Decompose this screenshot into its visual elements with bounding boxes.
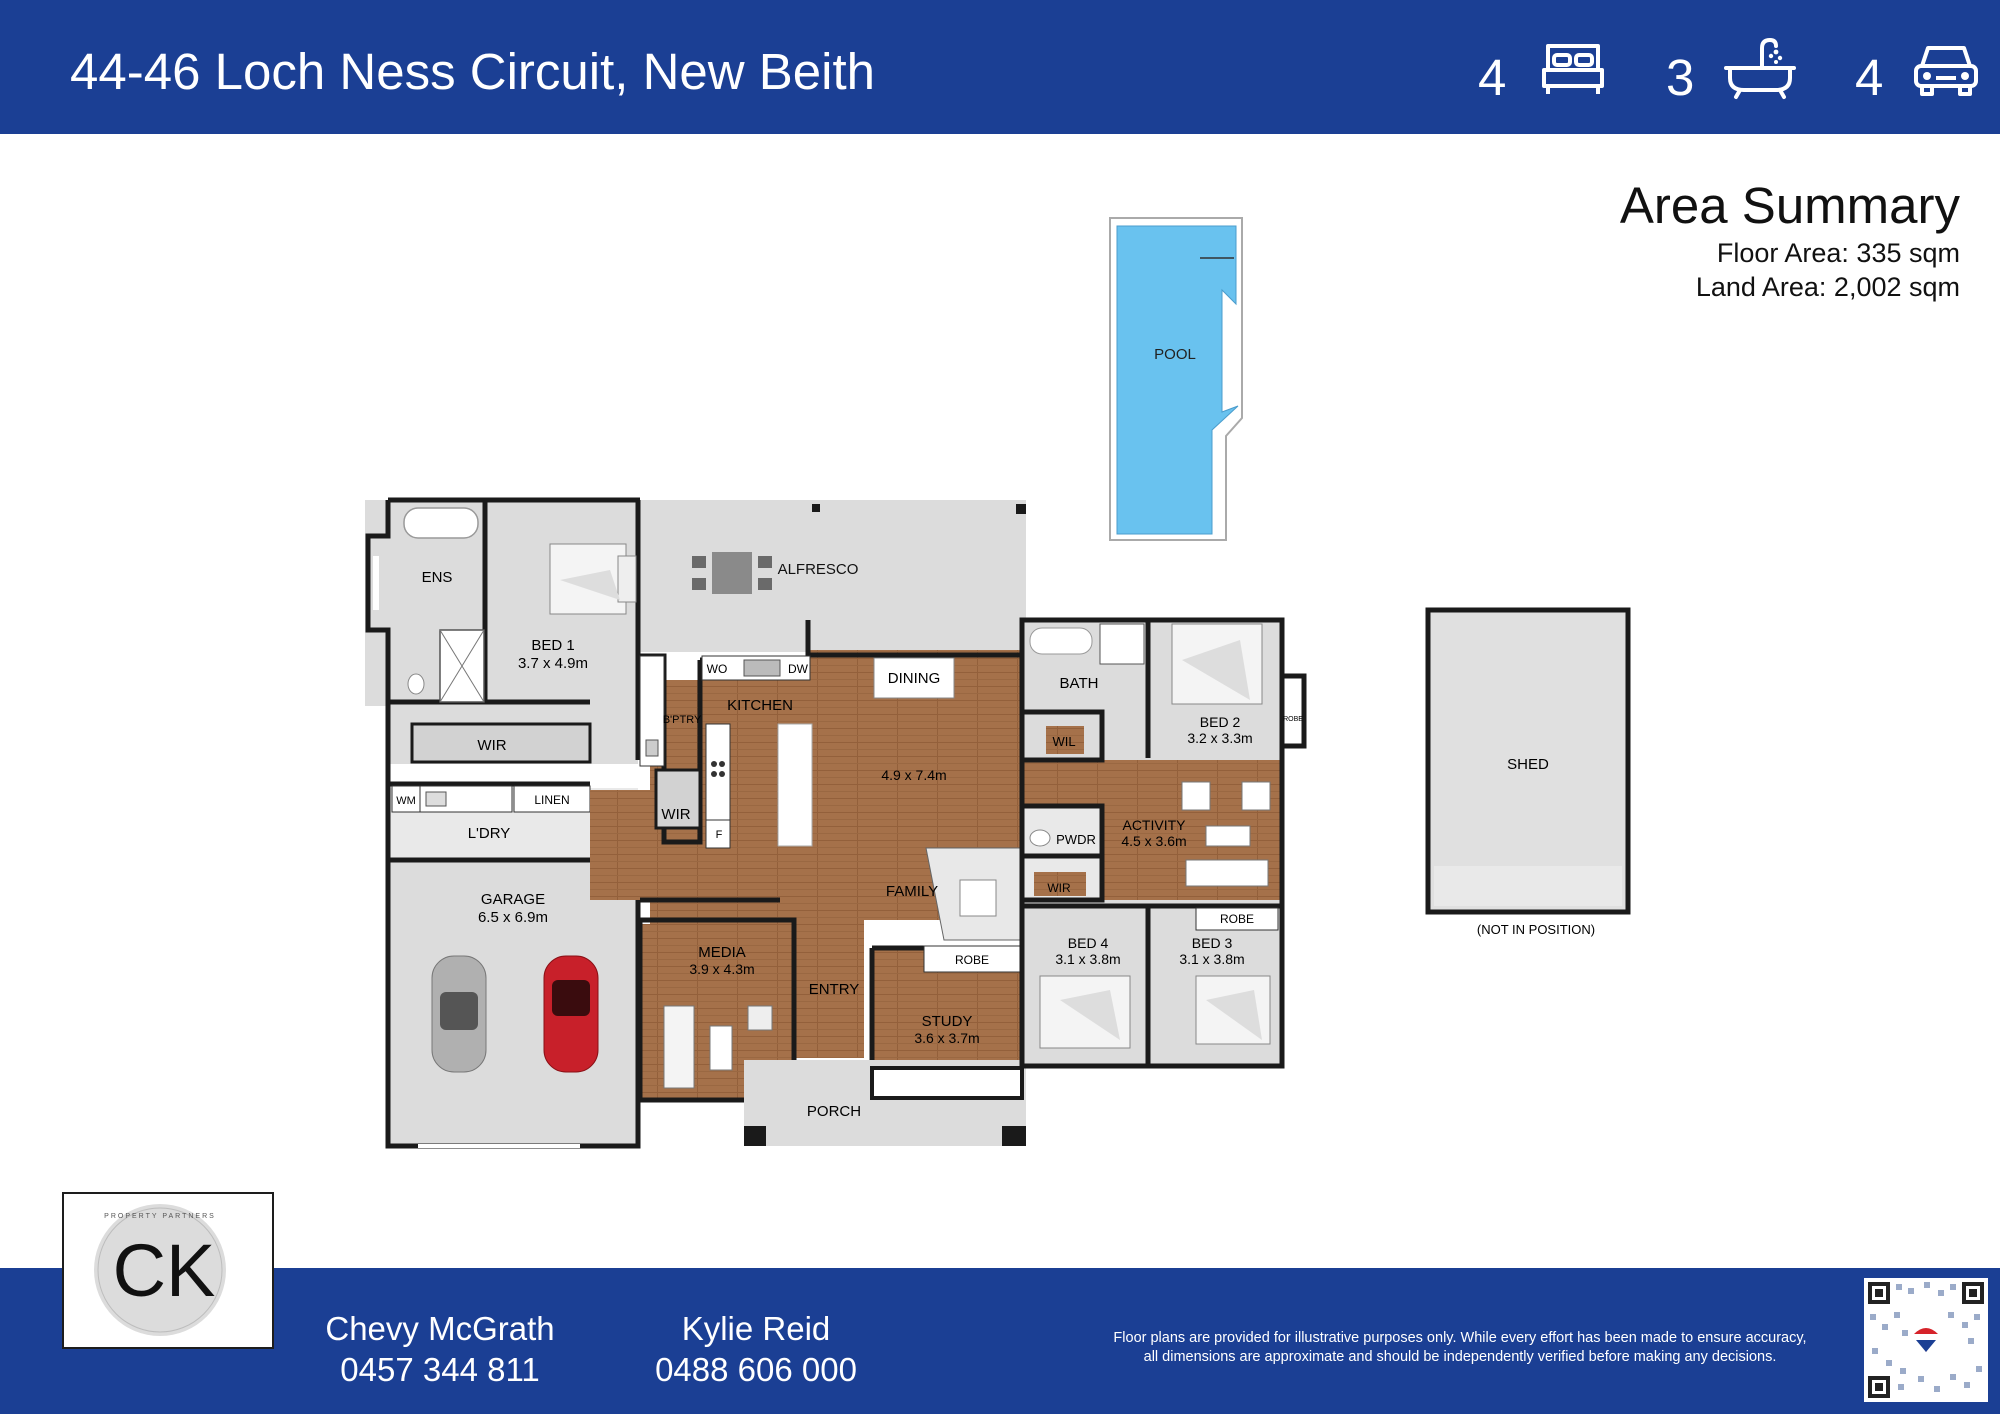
bathroom-count: 3 [1666, 49, 1695, 106]
agent-1: Chevy McGrath 0457 344 811 [300, 1308, 580, 1390]
east-wing: BATH WIL BED 2 3.2 x 3.3m ROBE ACTIVITY … [1019, 617, 1307, 1069]
shed: SHED (NOT IN POSITION) [1425, 607, 1631, 937]
kitchen-label: KITCHEN [727, 697, 793, 714]
bath-shower-icon [1099, 623, 1145, 665]
kitchen-sink-icon [743, 659, 781, 677]
shed-label: SHED [1507, 756, 1549, 773]
bed4-bed-icon [1039, 975, 1131, 1049]
pool: POOL [1109, 217, 1243, 541]
activity-dimensions: 4.5 x 3.6m [1121, 833, 1186, 849]
activity-label: ACTIVITY [1122, 817, 1186, 833]
wall-oven-label: WO [707, 662, 728, 676]
bed4-label: BED 4 [1068, 935, 1109, 951]
wir-main-label: WIR [477, 737, 506, 754]
bed1-label: BED 1 [531, 637, 574, 654]
agency-logo: CK PROPERTY PARTNERS [62, 1192, 274, 1349]
disclaimer: Floor plans are provided for illustrativ… [1080, 1329, 1840, 1367]
laundry-sink-icon [425, 791, 447, 807]
study-robe-label: ROBE [955, 953, 989, 967]
logo-monogram: CK [113, 1229, 216, 1312]
bed2-label: BED 2 [1200, 714, 1241, 730]
powder-toilet-icon [1029, 829, 1051, 847]
linen-label: LINEN [534, 793, 569, 807]
dishwasher-label: DW [788, 662, 809, 676]
butlers-pantry-label: B'PTRY [663, 714, 702, 726]
bed3-label: BED 3 [1192, 935, 1233, 951]
agent-1-phone[interactable]: 0457 344 811 [340, 1351, 540, 1388]
bed1-bed-icon [549, 543, 637, 615]
living-core: WO DW KITCHEN B'PTRY WIR F DINING 4.9 x … [590, 620, 1280, 1146]
outdoor-dining-set-icon [692, 552, 772, 594]
ens-toilet-icon [407, 673, 425, 695]
media-sofa-icon [663, 1005, 695, 1089]
floor-area: Floor Area: 335 sqm [1716, 238, 1960, 268]
logo-ring-text: PROPERTY PARTNERS [104, 1213, 216, 1220]
dining-label: DINING [888, 670, 941, 687]
bed3-dimensions: 3.1 x 3.8m [1179, 951, 1244, 967]
ens-label: ENS [422, 569, 453, 586]
bed3-bed-icon [1195, 975, 1271, 1045]
kitchen-island [777, 723, 813, 847]
west-wing: ENS BED 1 3.7 x 4.9m WIR WM LINEN L'DRY … [365, 497, 641, 1149]
bathtub-icon [1724, 38, 1796, 99]
bath-label: BATH [1060, 675, 1099, 692]
land-area: Land Area: 2,002 sqm [1695, 272, 1960, 302]
study-dimensions: 3.6 x 3.7m [914, 1030, 979, 1046]
agent-1-name: Chevy McGrath [325, 1310, 555, 1347]
area-summary: Area Summary Floor Area: 335 sqm Land Ar… [1620, 176, 1960, 304]
agent-2-name: Kylie Reid [681, 1310, 831, 1347]
header-bar: 44-46 Loch Ness Circuit, New Beith 4 3 4 [0, 0, 2000, 134]
silver-car-icon [431, 955, 487, 1073]
agent-2-phone[interactable]: 0488 606 000 [655, 1351, 857, 1388]
family-label: FAMILY [886, 883, 938, 900]
garage-dimensions: 6.5 x 6.9m [478, 909, 548, 926]
disclaimer-line-2: all dimensions are approximate and shoul… [1143, 1349, 1777, 1365]
pool-label: POOL [1154, 346, 1196, 363]
area-summary-title: Area Summary [1619, 177, 1960, 234]
bed3-robe-label: ROBE [1220, 912, 1254, 926]
red-car-icon [543, 955, 599, 1073]
wir-kitchen-label: WIR [661, 806, 690, 823]
qr-code-icon[interactable] [1864, 1278, 1988, 1402]
alfresco-label: ALFRESCO [778, 561, 859, 578]
footer-bar [0, 1268, 2000, 1414]
bed2-bed-icon [1171, 623, 1263, 705]
fridge-label: F [716, 829, 723, 841]
car-space-count: 4 [1855, 49, 1884, 106]
car-icon [1914, 46, 1978, 96]
porch-label: PORCH [807, 1103, 861, 1120]
disclaimer-line-1: Floor plans are provided for illustrativ… [1113, 1330, 1807, 1346]
property-address: 44-46 Loch Ness Circuit, New Beith [70, 43, 876, 100]
bed4-dimensions: 3.1 x 3.8m [1055, 951, 1120, 967]
study-label: STUDY [922, 1013, 973, 1030]
powder-room-label: PWDR [1056, 832, 1096, 847]
laundry-label: L'DRY [468, 825, 511, 842]
bed2-dimensions: 3.2 x 3.3m [1187, 730, 1252, 746]
bed-icon [1542, 44, 1604, 94]
wil-label: WIL [1052, 734, 1075, 749]
media-dimensions: 3.9 x 4.3m [689, 961, 754, 977]
ck-logo-icon: CK PROPERTY PARTNERS [94, 1204, 226, 1336]
bath-tub-icon [1029, 627, 1093, 655]
bedroom-count: 4 [1478, 49, 1507, 106]
agent-2: Kylie Reid 0488 606 000 [616, 1308, 896, 1390]
washing-machine-label: WM [396, 795, 416, 807]
living-dimensions: 4.9 x 7.4m [881, 767, 946, 783]
shed-note: (NOT IN POSITION) [1477, 922, 1595, 937]
wir-bed4-label: WIR [1047, 881, 1071, 895]
bed2-robe-label: ROBE [1283, 716, 1303, 723]
alfresco: ALFRESCO [640, 500, 1026, 656]
media-label: MEDIA [698, 944, 746, 961]
family-lounge-icon [925, 847, 1021, 941]
dining-table-icon [873, 657, 955, 699]
garage-label: GARAGE [481, 891, 545, 908]
entry-label: ENTRY [809, 981, 860, 998]
activity-sofa-icon [1185, 859, 1269, 887]
bed1-dimensions: 3.7 x 4.9m [518, 655, 588, 672]
ens-bathtub-icon [403, 507, 479, 539]
